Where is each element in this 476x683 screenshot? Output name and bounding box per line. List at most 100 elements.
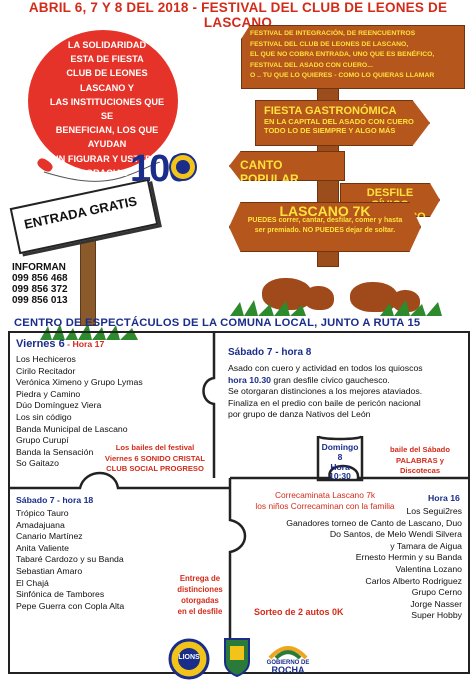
baile-line: baile del Sábado bbox=[390, 445, 450, 454]
rock bbox=[262, 278, 312, 310]
bailes-line: Viernes 6 SONIDO CRISTAL bbox=[104, 453, 206, 463]
correcaminata-line: Correcaminata Lascano 7k bbox=[274, 490, 376, 500]
baile-line: Discotecas bbox=[399, 466, 441, 475]
list-item: Verónica Ximeno y Grupo Lymas bbox=[16, 377, 143, 388]
venue-title: CENTRO DE ESPECTÁCULOS DE LA COMUNA LOCA… bbox=[14, 317, 421, 329]
informan-label: INFORMAN bbox=[12, 262, 66, 273]
phone-number: 099 856 372 bbox=[12, 284, 68, 295]
domingo-label: Domingo 8 Hora 10:30 bbox=[318, 442, 362, 482]
gobierno-rocha-icon bbox=[268, 646, 308, 660]
rock bbox=[304, 286, 334, 310]
balloon-line: SIN FIGURAR Y USTEDES bbox=[49, 153, 164, 164]
phone-number: 099 856 468 bbox=[12, 273, 68, 284]
balloon-line: ESTA DE FIESTA bbox=[70, 54, 144, 65]
list-item: Banda Municipal de Lascano bbox=[16, 423, 128, 434]
sign-title: FIESTA GASTRONÓMICA bbox=[264, 105, 397, 117]
hora-highlight: hora 10.30 bbox=[228, 374, 271, 385]
sign-line: TODO LO DE SIEMPRE Y ALGO MÁS bbox=[264, 126, 396, 135]
gobierno-rocha-logo: GOBIERNO DE ROCHA bbox=[258, 660, 318, 675]
list-item: Ganadores torneo de Canto de Lascano, Du… bbox=[286, 517, 462, 528]
list-item: Banda la Sensación bbox=[16, 446, 94, 457]
viernes-list: Los Hechiceros Cirilo Recitador Verónica… bbox=[16, 354, 143, 470]
sign-line: FESTIVAL DEL CLUB DE LEONES DE LASCANO, bbox=[250, 40, 409, 48]
balloon-line: BENEFICIAN, LOS QUE AYUDAN bbox=[55, 125, 159, 150]
entrega-distinciones: Entrega de distinciones otorgadas en el … bbox=[160, 573, 240, 617]
domingo-line: Hora bbox=[330, 461, 350, 472]
sign-line: EL QUE NO COBRA ENTRADA, UNO QUE ES BENÉ… bbox=[250, 51, 435, 58]
domingo-line: Domingo bbox=[321, 442, 359, 452]
entrega-line: Entrega de bbox=[179, 574, 221, 583]
bailes-line: CLUB SOCIAL PROGRESO bbox=[106, 464, 204, 473]
sabado-bottom-title: Sábado 7 - hora 18 bbox=[16, 495, 94, 505]
entrega-line: distinciones bbox=[177, 585, 223, 594]
list-item: El Chajá bbox=[16, 577, 49, 588]
list-item: Cirilo Recitador bbox=[16, 365, 76, 376]
list-item: Sinfónica de Tambores bbox=[16, 589, 105, 600]
sign-line: PUEDES correr, cantar, desfilar, comer y… bbox=[247, 217, 403, 224]
list-item: Sebastian Amaro bbox=[16, 565, 83, 576]
lascano-crest-logo bbox=[224, 638, 250, 678]
text-line: por grupo de danza Nativos del León bbox=[228, 409, 371, 420]
list-item: Jorge Nasser bbox=[410, 598, 462, 609]
sign-integracion: FESTIVAL DE INTEGRACIÓN, DE REENCUENTROS… bbox=[241, 25, 465, 89]
entrega-line: en el desfile bbox=[177, 607, 223, 616]
list-item: Valentina Lozano bbox=[395, 563, 463, 574]
list-item: Super Hobby bbox=[411, 610, 462, 621]
list-item: Los sin código bbox=[16, 411, 72, 422]
sign-title: LASCANO 7K bbox=[279, 203, 371, 219]
grass-patch-right bbox=[230, 300, 442, 316]
list-item: Tabaré Cardozo y su Banda bbox=[16, 554, 124, 565]
viernes-title: Viernes 6 bbox=[16, 338, 65, 350]
list-item: So Gaitazo bbox=[16, 458, 59, 469]
baile-line: PALABRAS y bbox=[396, 455, 444, 465]
list-item: Amadajuana bbox=[16, 519, 65, 530]
list-item: Los Hechiceros bbox=[16, 354, 76, 364]
sabado-top-text: Asado con cuero y actividad en todos los… bbox=[228, 363, 468, 421]
domingo-hora: Hora 16 bbox=[428, 493, 460, 503]
list-item: Grupo Cerno bbox=[411, 587, 462, 598]
sign-line: O .. TU QUE LO QUIERES - COMO LO QUIERAS… bbox=[250, 72, 435, 79]
lions-club-logo bbox=[168, 638, 210, 680]
sign-gastronomica: FIESTA GASTRONÓMICA EN LA CAPITAL DEL AS… bbox=[255, 100, 430, 146]
text-line: gran desfile cívico gauchesco. bbox=[270, 374, 390, 385]
domingo-line: 10:30 bbox=[329, 471, 351, 482]
sign-canto-popular: CANTO POPULAR bbox=[229, 151, 345, 181]
viernes-hora: - Hora 17 bbox=[64, 339, 105, 349]
phone-number: 099 856 013 bbox=[12, 295, 68, 306]
list-item: y Tamara de Aigua bbox=[390, 540, 462, 551]
list-item: Ernesto Hermin y su Banda bbox=[355, 552, 462, 563]
gobierno-line: ROCHA bbox=[271, 665, 305, 675]
list-item: Do Santos, de Melo Wendi Silvera bbox=[329, 529, 462, 540]
entrega-line: otorgadas bbox=[181, 596, 219, 605]
text-line: Finaliza en el predio con baile de peric… bbox=[228, 397, 421, 408]
list-item: Los Segui2res bbox=[406, 506, 462, 516]
text-line: Asado con cuero y actividad en todos los… bbox=[228, 363, 423, 373]
lions-logo-text: LIONS bbox=[178, 654, 200, 661]
sign-line: FESTIVAL DEL ASADO CON CUERO... bbox=[250, 61, 373, 69]
domingo-list: Los Segui2res Ganadores torneo de Canto … bbox=[270, 506, 462, 622]
correcaminata-line: los niños Correcaminan con la familia bbox=[255, 501, 395, 511]
balloon-line: LA SOLIDARIDAD bbox=[67, 40, 147, 50]
list-item: Dúo Domínguez Viera bbox=[16, 400, 102, 411]
list-item: Pepe Guerra con Copla Alta bbox=[16, 600, 125, 611]
bailes-line: Los bailes del festival bbox=[115, 443, 195, 452]
balloon-string bbox=[43, 161, 161, 182]
sign-line: FESTIVAL DE INTEGRACIÓN, DE REENCUENTROS bbox=[250, 30, 416, 37]
list-item: Anita Valiente bbox=[16, 542, 69, 553]
balloon-message: LA SOLIDARIDAD ESTA DE FIESTA CLUB DE LE… bbox=[46, 38, 168, 180]
sign-lascano-7k: LASCANO 7K PUEDES correr, cantar, desfil… bbox=[229, 202, 421, 252]
sign-line: EN LA CAPITAL DEL ASADO CON CUERO bbox=[264, 117, 414, 126]
sorteo-autos: Sorteo de 2 autos 0K bbox=[254, 607, 344, 617]
balloon-line: LAS INSTITUCIONES QUE SE bbox=[49, 96, 165, 122]
list-item: Trópico Tauro bbox=[16, 508, 69, 518]
list-item: Carlos Alberto Rodriguez bbox=[365, 575, 462, 586]
list-item: Grupo Curupí bbox=[16, 435, 69, 446]
list-item: Piedra y Camino bbox=[16, 388, 81, 399]
informan-block: INFORMAN 099 856 468 099 856 372 099 856… bbox=[12, 262, 68, 306]
red-balloon bbox=[28, 30, 178, 172]
correcaminata: Correcaminata Lascano 7k los niños Corre… bbox=[235, 490, 415, 512]
balloon-line: CLUB DE LEONES LASCANO Y bbox=[66, 68, 148, 93]
baile-sabado: baile del Sábado PALABRAS y Discotecas bbox=[372, 445, 468, 477]
text-line: Se otorgaran distinciones a los mejores … bbox=[228, 386, 423, 397]
